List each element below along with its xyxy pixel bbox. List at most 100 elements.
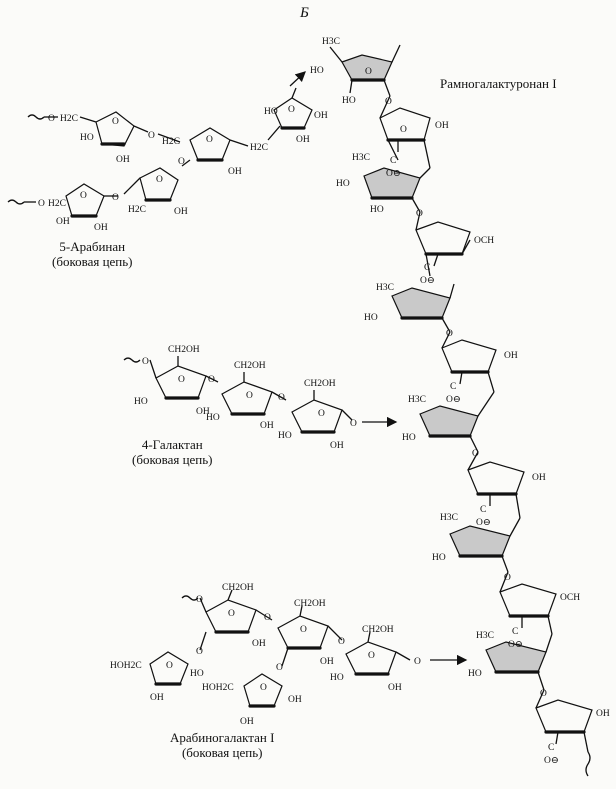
- rhamnose-unit: [449, 517, 521, 573]
- atom-label: H2C: [128, 205, 146, 215]
- atom-label: O: [148, 131, 155, 141]
- atom-label: OH: [504, 351, 518, 361]
- atom-label: H3C: [322, 37, 340, 47]
- rg-atom-labels: H3C O HO HO O O OH C O⊖ H3C HO HO O OCH …: [310, 37, 610, 766]
- wavy-end: [27, 114, 45, 120]
- atom-label: OH: [320, 657, 334, 667]
- atom-label: CH2OH: [294, 599, 326, 609]
- arabinan-chain: [7, 71, 313, 218]
- atom-label: H3C: [476, 631, 494, 641]
- atom-label: HO: [402, 433, 416, 443]
- atom-label: O: [178, 375, 185, 385]
- atom-label: O: [38, 199, 45, 209]
- atom-label: CH2OH: [168, 345, 200, 355]
- atom-label: O: [368, 651, 375, 661]
- atom-label: O: [246, 391, 253, 401]
- atom-label: OH: [240, 717, 254, 727]
- arabinogalactan-atom-labels: O CH2OH O OH O CH2OH O OH O CH2OH O HO O…: [110, 583, 421, 727]
- atom-label: OH: [228, 167, 242, 177]
- atom-label: C: [390, 156, 396, 166]
- atom-label: HO: [206, 413, 220, 423]
- galacturonic-unit: [441, 331, 497, 393]
- galacturonic-unit: [415, 211, 471, 277]
- atom-label: HO: [134, 397, 148, 407]
- galacturonic-unit: [379, 95, 431, 169]
- atom-label: O: [472, 449, 479, 459]
- atom-label: OH: [150, 693, 164, 703]
- rhamnose-unit: [391, 283, 455, 333]
- atom-label: O: [504, 573, 511, 583]
- atom-label: CH2OH: [234, 361, 266, 371]
- atom-label: O: [228, 609, 235, 619]
- atom-label: CH2OH: [222, 583, 254, 593]
- atom-label: H2C: [60, 114, 78, 124]
- galactan-chain: [123, 356, 398, 434]
- atom-label: O: [264, 613, 271, 623]
- atom-label: O: [300, 625, 307, 635]
- atom-label: HOH2C: [202, 683, 234, 693]
- atom-label: H3C: [408, 395, 426, 405]
- atom-label: O: [166, 661, 173, 671]
- atom-label: O: [446, 329, 453, 339]
- atom-label: C: [450, 382, 456, 392]
- atom-label: O: [288, 105, 295, 115]
- atom-label: OH: [596, 709, 610, 719]
- rhamnose-unit: [419, 391, 495, 453]
- galactan-title: 4-Галактан(боковая цепь): [132, 437, 213, 467]
- atom-label: C: [512, 627, 518, 637]
- atom-label: OH: [388, 683, 402, 693]
- atom-label: H2C: [48, 199, 66, 209]
- atom-label: O: [260, 683, 267, 693]
- atom-label: OH: [288, 695, 302, 705]
- atom-label: O: [206, 135, 213, 145]
- atom-label: O: [338, 637, 345, 647]
- atom-label: O⊖: [508, 640, 523, 650]
- atom-label: O⊖: [386, 169, 401, 179]
- atom-label: O: [196, 595, 203, 605]
- arabinan-atom-labels: O H2C O HO OH O H2C O OH H2C O HO OH OH …: [38, 105, 328, 233]
- link-arrow: [289, 71, 306, 87]
- atom-label: CH2OH: [362, 625, 394, 635]
- atom-label: O: [112, 193, 119, 203]
- atom-label: OH: [94, 223, 108, 233]
- atom-label: H3C: [376, 283, 394, 293]
- atom-label: O: [416, 209, 423, 219]
- atom-label: OCH: [474, 236, 494, 246]
- atom-label: O: [318, 409, 325, 419]
- arabinogalactan-chain: [149, 589, 468, 708]
- wavy-end: [123, 357, 141, 363]
- atom-label: O: [540, 689, 547, 699]
- atom-label: HOH2C: [110, 661, 142, 671]
- atom-label: H2C: [250, 143, 268, 153]
- atom-label: HO: [80, 133, 94, 143]
- atom-label: HO: [278, 431, 292, 441]
- atom-label: HO: [342, 96, 356, 106]
- galacturonic-unit: [535, 689, 593, 777]
- atom-label: HO: [190, 669, 204, 679]
- atom-label: C: [424, 263, 430, 273]
- atom-label: HO: [364, 313, 378, 323]
- wavy-end: [7, 199, 25, 205]
- rhamnose-unit: [329, 44, 401, 97]
- atom-label: O⊖: [544, 756, 559, 766]
- arabinogalactan-title: Арабиногалактан I(боковая цепь): [170, 730, 275, 760]
- atom-label: CH2OH: [304, 379, 336, 389]
- galactan-atom-labels: O CH2OH O HO OH O CH2OH O HO OH O CH2OH …: [134, 345, 357, 451]
- atom-label: OH: [196, 407, 210, 417]
- atom-label: OH: [252, 639, 266, 649]
- atom-label: O: [80, 191, 87, 201]
- atom-label: HO: [330, 673, 344, 683]
- atom-label: O⊖: [446, 395, 461, 405]
- atom-label: O: [276, 663, 283, 673]
- rhamnose-unit: [363, 167, 431, 213]
- atom-label: OH: [314, 111, 328, 121]
- chain-continues-wavy: [585, 751, 591, 777]
- atom-label: O: [112, 117, 119, 127]
- carboxylate-groups: [397, 140, 559, 745]
- atom-label: O⊖: [420, 276, 435, 286]
- atom-label: HO: [310, 66, 324, 76]
- atom-label: OH: [56, 217, 70, 227]
- atom-label: HO: [336, 179, 350, 189]
- atom-label: O: [48, 114, 55, 124]
